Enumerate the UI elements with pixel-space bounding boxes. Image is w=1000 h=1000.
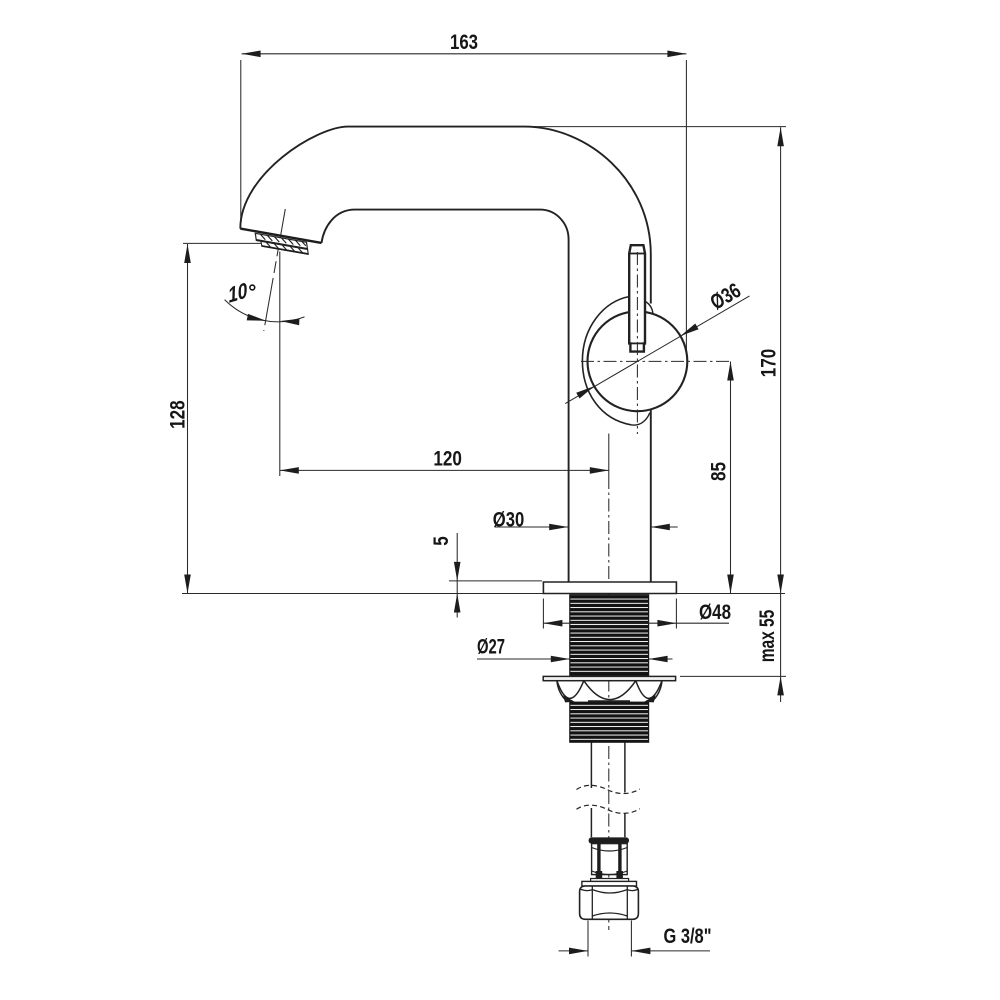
svg-text:120: 120 xyxy=(433,448,462,471)
svg-text:max 55: max 55 xyxy=(756,610,779,663)
svg-text:5: 5 xyxy=(430,536,453,546)
svg-text:85: 85 xyxy=(708,462,731,481)
svg-text:Ø27: Ø27 xyxy=(477,636,505,659)
svg-text:G 3/8": G 3/8" xyxy=(664,925,712,948)
svg-text:10: 10 xyxy=(227,278,249,308)
svg-text:Ø48: Ø48 xyxy=(699,601,731,624)
svg-text:170: 170 xyxy=(758,349,781,378)
svg-text:128: 128 xyxy=(167,400,190,429)
svg-text:163: 163 xyxy=(450,31,478,54)
svg-text:Ø30: Ø30 xyxy=(493,509,524,532)
